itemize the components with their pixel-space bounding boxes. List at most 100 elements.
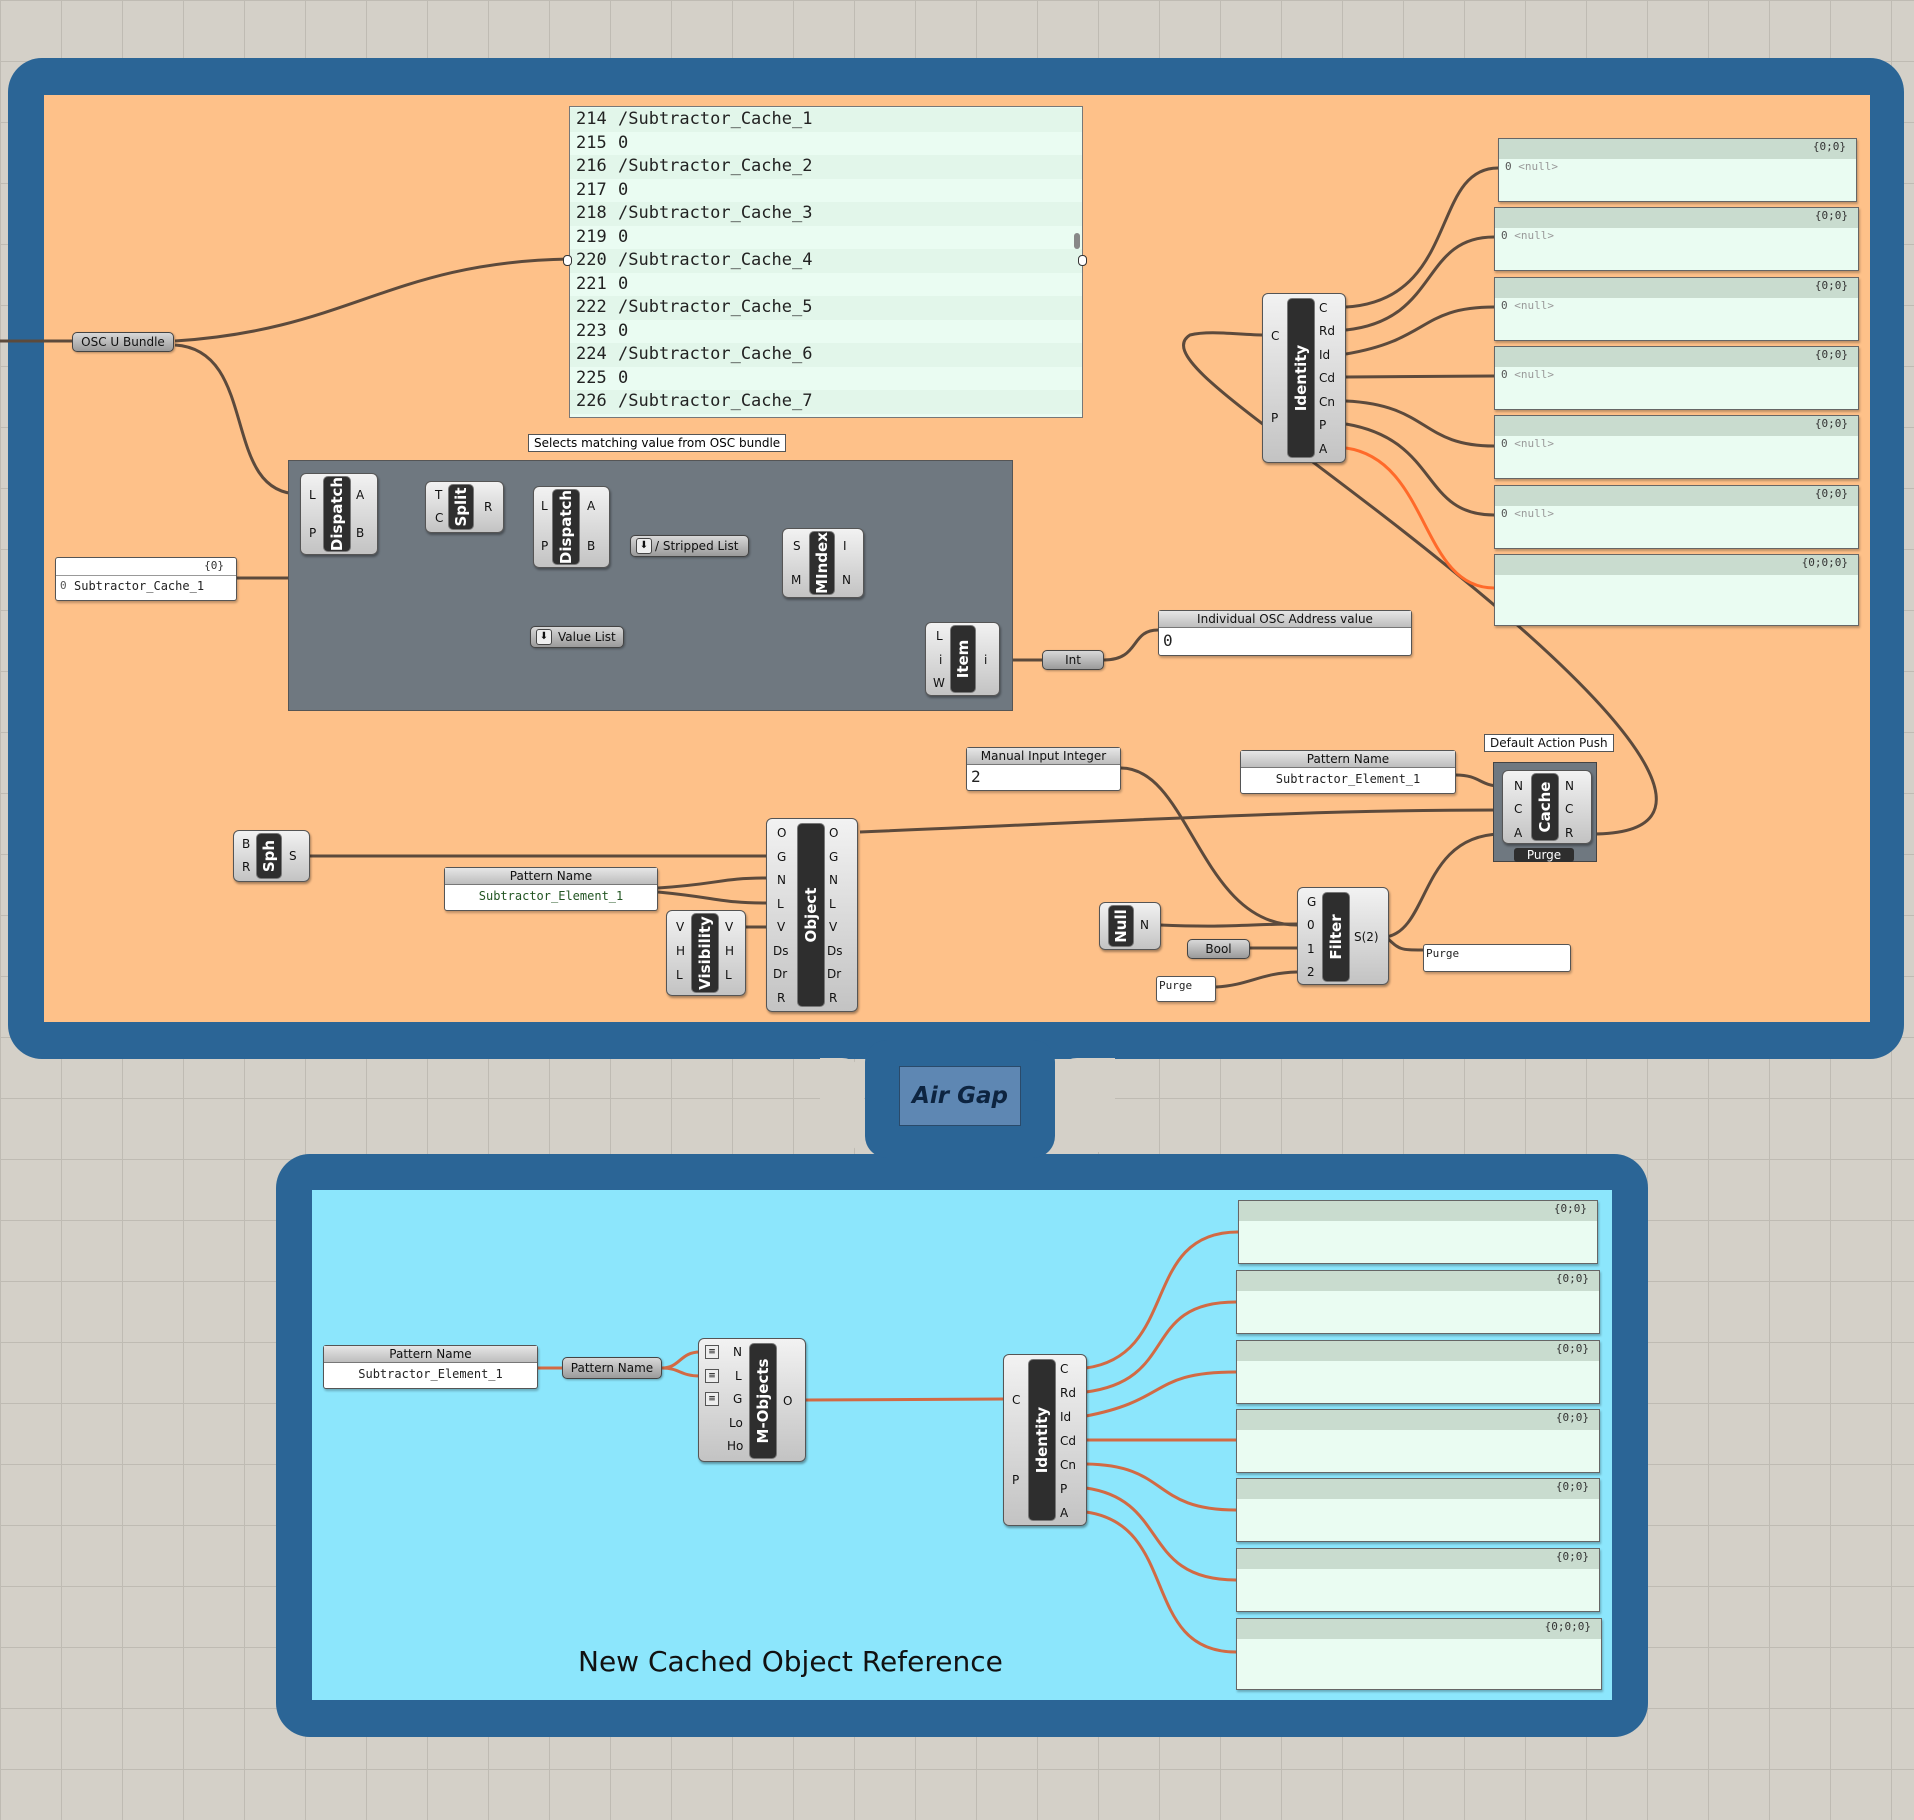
mobjects-in-n[interactable]: N	[733, 1345, 742, 1359]
visibility-in-v[interactable]: V	[676, 920, 685, 934]
output-panel-c[interactable]: {0;0} 0 <null>	[1498, 138, 1857, 202]
list-scrollbar[interactable]	[1074, 233, 1080, 249]
identity-out-id[interactable]: Id	[1319, 348, 1331, 362]
identity-bottom-out-cn[interactable]: Cn	[1060, 1458, 1076, 1472]
filter-in-2[interactable]: 2	[1307, 965, 1315, 979]
osc-value-panel[interactable]: Individual OSC Address value 0	[1158, 610, 1412, 656]
identity-in-c[interactable]: C	[1271, 329, 1280, 343]
filter-in-g[interactable]: G	[1307, 895, 1317, 909]
mindex-in-s[interactable]: S	[793, 539, 801, 553]
mindex-out-i[interactable]: I	[843, 539, 847, 553]
mobjects-in-g[interactable]: G	[733, 1392, 743, 1406]
object-in-g[interactable]: G	[777, 850, 787, 864]
dispatch2-in-l[interactable]: L	[541, 499, 548, 513]
address-panel[interactable]: {0} 0 Subtractor_Cache_1	[55, 557, 237, 601]
identity-bottom-out-a[interactable]: A	[1060, 1506, 1069, 1520]
cache-component[interactable]: Cache N C A N C R	[1502, 770, 1592, 844]
osc-bundle-param[interactable]: OSC U Bundle	[72, 332, 174, 352]
null-out-n[interactable]: N	[1140, 918, 1149, 932]
osc-list-output-pin[interactable]	[1078, 255, 1087, 266]
object-out-l[interactable]: L	[829, 897, 836, 911]
purge-input-value[interactable]: Purge	[1159, 979, 1193, 992]
object-in-o[interactable]: O	[777, 826, 787, 840]
object-out-r[interactable]: R	[829, 991, 838, 1005]
cache-out-c[interactable]: C	[1565, 802, 1574, 816]
mobjects-in-lo[interactable]: Lo	[729, 1416, 743, 1430]
dispatch-out-b[interactable]: B	[356, 526, 365, 540]
split-in-c[interactable]: C	[435, 511, 444, 525]
cache-in-n[interactable]: N	[1514, 779, 1523, 793]
pattern-name-obj-value[interactable]: Subtractor_Element_1	[478, 889, 624, 903]
bottom-output-panel-id[interactable]: {0;0}	[1236, 1340, 1600, 1404]
object-out-g[interactable]: G	[829, 850, 839, 864]
object-in-dr[interactable]: Dr	[773, 967, 788, 981]
cache-purge-button[interactable]: Purge	[1514, 848, 1574, 862]
object-out-n[interactable]: N	[829, 873, 838, 887]
cache-out-n[interactable]: N	[1565, 779, 1574, 793]
pattern-name-panel-bottom[interactable]: Pattern Name Subtractor_Element_1	[323, 1345, 538, 1389]
filter-out-s[interactable]: S(2)	[1354, 930, 1379, 944]
object-in-ds[interactable]: Ds	[773, 944, 789, 958]
item-out-i[interactable]: i	[984, 653, 988, 667]
bottom-output-panel-cn[interactable]: {0;0}	[1236, 1478, 1600, 1542]
sphere-in-r[interactable]: R	[242, 860, 251, 874]
split-component[interactable]: Split T C R	[425, 481, 504, 533]
identity-bottom-out-p[interactable]: P	[1060, 1482, 1068, 1496]
output-panel-rd[interactable]: {0;0} 0 <null>	[1494, 207, 1859, 271]
filter-in-1[interactable]: 1	[1307, 942, 1315, 956]
identity-bottom-in-c[interactable]: C	[1012, 1393, 1021, 1407]
list-item-component[interactable]: Item L i W i	[925, 622, 1000, 696]
identity-out-c[interactable]: C	[1319, 301, 1328, 315]
object-out-o[interactable]: O	[829, 826, 839, 840]
object-in-r[interactable]: R	[777, 991, 786, 1005]
mindex-out-n[interactable]: N	[842, 573, 851, 587]
pattern-name-panel-obj[interactable]: Pattern Name Subtractor_Element_1	[444, 867, 658, 911]
cache-in-c[interactable]: C	[1514, 802, 1523, 816]
mobjects-in-ho[interactable]: Ho	[727, 1439, 744, 1453]
sphere-in-b[interactable]: B	[242, 837, 251, 851]
identity-component[interactable]: Identity C P C Rd Id Cd Cn P A	[1262, 293, 1346, 463]
identity-out-p[interactable]: P	[1319, 418, 1327, 432]
identity-out-cn[interactable]: Cn	[1319, 395, 1335, 409]
visibility-out-v[interactable]: V	[725, 920, 734, 934]
item-in-i[interactable]: i	[939, 653, 943, 667]
output-panel-p[interactable]: {0;0} 0 <null>	[1494, 485, 1859, 549]
visibility-in-h[interactable]: H	[676, 944, 686, 958]
object-component[interactable]: Object O G N L V Ds Dr R O G N L V Ds Dr…	[766, 818, 858, 1012]
int-param[interactable]: Int	[1042, 650, 1104, 670]
visibility-out-h[interactable]: H	[725, 944, 735, 958]
pattern-name-bottom-value[interactable]: Subtractor_Element_1	[358, 1367, 503, 1381]
mobjects-out-o[interactable]: O	[783, 1394, 793, 1408]
output-panel-id[interactable]: {0;0} 0 <null>	[1494, 277, 1859, 341]
identity-bottom-out-cd[interactable]: Cd	[1060, 1434, 1076, 1448]
dispatch2-in-p[interactable]: P	[541, 539, 549, 553]
filter-component[interactable]: Filter G 0 1 2 S(2)	[1297, 887, 1389, 985]
bool-param[interactable]: Bool	[1187, 939, 1250, 959]
purge-input-panel[interactable]: Purge	[1156, 976, 1216, 1002]
identity-out-rd[interactable]: Rd	[1319, 324, 1335, 338]
mobjects-component[interactable]: M-Objects ≡ ≡ ≡ N L G Lo Ho O	[698, 1338, 806, 1462]
purge-output-panel[interactable]: Purge	[1423, 944, 1571, 972]
dispatch-subgroup[interactable]	[288, 460, 1013, 711]
identity-bottom-out-rd[interactable]: Rd	[1060, 1386, 1076, 1400]
visibility-out-l[interactable]: L	[725, 968, 732, 982]
dispatch-component[interactable]: Dispatch L P A B	[300, 473, 378, 555]
pattern-name-value[interactable]: Subtractor_Element_1	[1275, 772, 1421, 786]
cache-out-r[interactable]: R	[1565, 826, 1574, 840]
mobjects-in-l[interactable]: L	[735, 1369, 742, 1383]
identity-out-cd[interactable]: Cd	[1319, 371, 1335, 385]
visibility-in-l[interactable]: L	[676, 968, 683, 982]
item-in-w[interactable]: W	[933, 676, 945, 690]
identity-bottom-in-p[interactable]: P	[1012, 1473, 1020, 1487]
cache-in-a[interactable]: A	[1514, 826, 1523, 840]
dispatch-out-a[interactable]: A	[356, 488, 365, 502]
output-panel-cd[interactable]: {0;0} 0 <null>	[1494, 346, 1859, 410]
split-out-r[interactable]: R	[484, 500, 493, 514]
dispatch-in-p[interactable]: P	[309, 526, 317, 540]
object-out-ds[interactable]: Ds	[827, 944, 843, 958]
sphere-out-s[interactable]: S	[289, 849, 297, 863]
sphere-component[interactable]: Sph B R S	[233, 830, 310, 882]
mindex-component[interactable]: MIndex S M I N	[782, 528, 864, 598]
stripped-list-param[interactable]: ⬇/ Stripped List	[630, 535, 749, 557]
mindex-in-m[interactable]: M	[791, 573, 802, 587]
